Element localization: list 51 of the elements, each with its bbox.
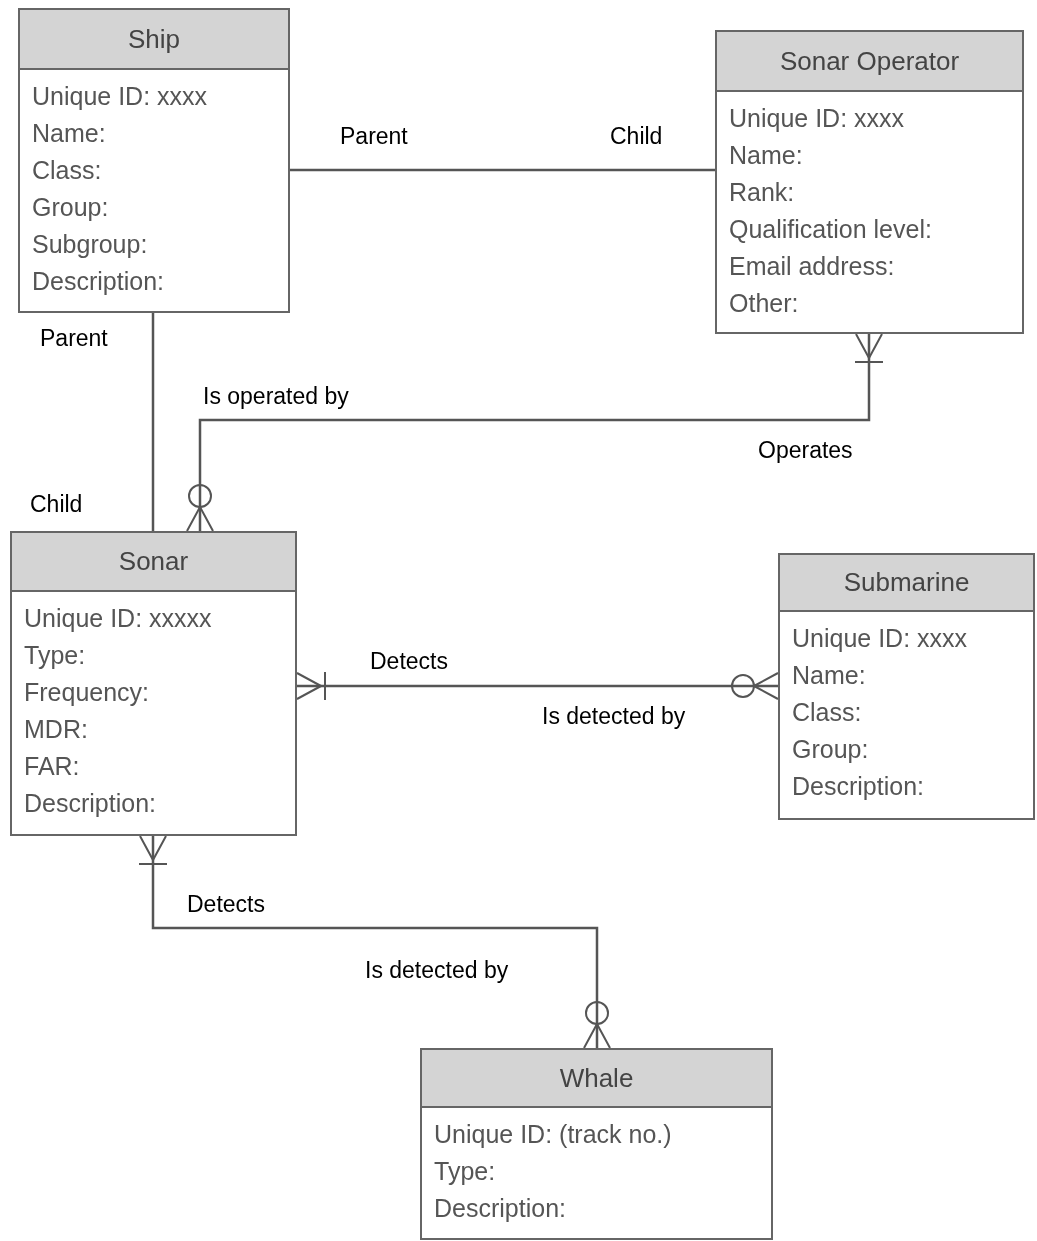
role-label: Parent [340, 122, 408, 150]
role-label: Child [610, 122, 663, 150]
role-label: Child [30, 490, 83, 518]
attribute-text: Name: [32, 118, 107, 149]
entity-header: Submarine [780, 555, 1033, 612]
entity-header: Sonar [12, 533, 295, 592]
relationship-line [296, 671, 779, 701]
attribute-text: Unique ID: xxxx [729, 103, 906, 134]
attribute-text: Description: [434, 1193, 567, 1224]
attribute-text: Other: [729, 288, 800, 319]
attribute-text: Frequency: [24, 677, 151, 708]
attribute-text: Qualification level: [729, 214, 933, 245]
attribute-text: Class: [792, 697, 863, 728]
attribute-text: Group: [792, 734, 870, 765]
attribute-text: Class: [32, 155, 103, 186]
attribute-text: Type: [24, 640, 87, 671]
entity-table [715, 30, 1024, 334]
relationship-line [290, 168, 715, 172]
role-label: Detects [187, 890, 265, 918]
entity-table [778, 553, 1035, 820]
relationship-line [151, 313, 155, 531]
attribute-text: Description: [32, 266, 165, 297]
entity-table [18, 8, 290, 313]
attribute-text: Description: [24, 788, 157, 819]
attribute-text: Type: [434, 1156, 497, 1187]
role-label: Is detected by [542, 702, 686, 730]
entity-header: Ship [20, 10, 288, 70]
role-label: Operates [758, 436, 853, 464]
attribute-text: Group: [32, 192, 110, 223]
attribute-text: Rank: [729, 177, 796, 208]
attribute-text: MDR: [24, 714, 89, 745]
entity-table [10, 531, 297, 836]
attribute-text: FAR: [24, 751, 81, 782]
entity-table [420, 1048, 773, 1240]
entity-header: Sonar Operator [717, 32, 1022, 92]
attribute-text: Unique ID: xxxxx [24, 603, 213, 634]
attribute-text: Unique ID: (track no.) [434, 1119, 673, 1150]
attribute-text: Description: [792, 771, 925, 802]
attribute-text: Name: [792, 660, 867, 691]
attribute-text: Name: [729, 140, 804, 171]
relationship-line [186, 333, 884, 532]
relationship-line [138, 835, 611, 1049]
role-label: Is detected by [365, 956, 509, 984]
attribute-text: Unique ID: xxxx [32, 81, 209, 112]
role-label: Detects [370, 647, 448, 675]
role-label: Is operated by [203, 382, 349, 410]
attribute-text: Subgroup: [32, 229, 149, 260]
role-label: Parent [40, 324, 108, 352]
attribute-text: Email address: [729, 251, 896, 282]
attribute-text: Unique ID: xxxx [792, 623, 969, 654]
entity-header: Whale [422, 1050, 771, 1108]
